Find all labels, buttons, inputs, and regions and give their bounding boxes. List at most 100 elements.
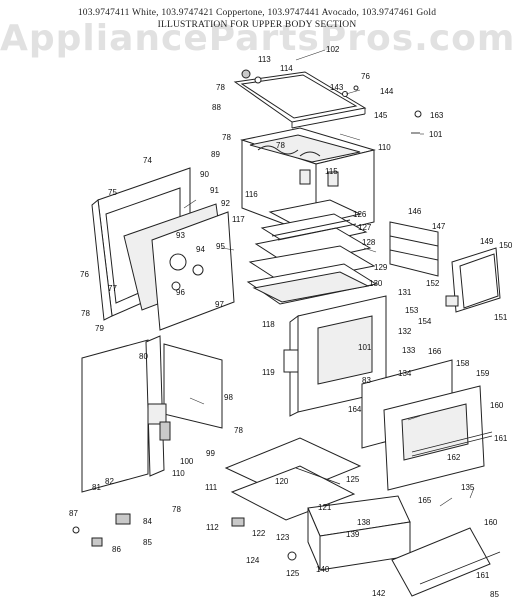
callout-154: 154: [418, 317, 432, 326]
callout-81: 81: [92, 483, 101, 492]
callout-86: 86: [112, 545, 121, 554]
callout-110: 110: [378, 143, 391, 152]
callout-166: 166: [428, 347, 442, 356]
callout-78: 78: [172, 505, 181, 514]
callout-146: 146: [408, 207, 422, 216]
callout-159: 159: [476, 369, 490, 378]
lower-side-panel: [81, 335, 223, 493]
callout-165: 165: [418, 496, 432, 505]
callout-78: 78: [216, 83, 225, 92]
callout-leaders: [183, 49, 475, 507]
insulation-blanket: [123, 203, 235, 331]
callout-126: 126: [353, 210, 367, 219]
callout-89: 89: [211, 150, 220, 159]
callout-83: 83: [362, 376, 371, 385]
callout-82: 82: [105, 477, 114, 486]
callout-98: 98: [224, 393, 233, 402]
callout-152: 152: [426, 279, 440, 288]
callout-111: 111: [205, 483, 218, 492]
callout-145: 145: [374, 111, 388, 120]
callout-74: 74: [143, 156, 152, 165]
callout-93: 93: [176, 231, 185, 240]
callout-101: 101: [358, 343, 372, 352]
callout-153: 153: [405, 306, 419, 315]
callout-90: 90: [200, 170, 209, 179]
control-knob-part: [241, 69, 348, 97]
callout-120: 120: [275, 477, 289, 486]
callout-150: 150: [499, 241, 513, 250]
small-fastener-parts: [353, 85, 422, 134]
callout-123: 123: [276, 533, 290, 542]
callout-160: 160: [490, 401, 504, 410]
callout-96: 96: [176, 288, 185, 297]
callout-119: 119: [262, 368, 275, 377]
callout-160: 160: [484, 518, 498, 527]
callout-162: 162: [447, 453, 461, 462]
callout-101: 101: [429, 130, 443, 139]
callout-125: 125: [286, 569, 300, 578]
callout-138: 138: [357, 518, 371, 527]
callout-110: 110: [172, 469, 185, 478]
callout-115: 115: [325, 167, 338, 176]
callout-128: 128: [362, 238, 376, 247]
callout-88: 88: [212, 103, 221, 112]
callout-85: 85: [143, 538, 152, 547]
callout-78: 78: [276, 141, 285, 150]
callout-161: 161: [494, 434, 508, 443]
callout-117: 117: [232, 215, 245, 224]
callout-94: 94: [196, 245, 205, 254]
heat-shield-brackets: [389, 221, 439, 277]
callout-125: 125: [346, 475, 360, 484]
callout-87: 87: [69, 509, 78, 518]
callout-121: 121: [318, 503, 332, 512]
callout-124: 124: [246, 556, 260, 565]
callout-84: 84: [143, 517, 152, 526]
callout-95: 95: [216, 242, 225, 251]
callout-144: 144: [380, 87, 394, 96]
callout-129: 129: [374, 263, 388, 272]
callout-118: 118: [262, 320, 275, 329]
callout-139: 139: [346, 530, 360, 539]
callout-113: 113: [258, 55, 271, 64]
callout-130: 130: [369, 279, 383, 288]
watermark: AppliancePartsPros.com: [0, 18, 514, 59]
oven-rack-stack: [246, 199, 378, 305]
callout-76: 76: [361, 72, 370, 81]
bottom-base-panel: [224, 437, 362, 527]
callout-127: 127: [358, 223, 372, 232]
callout-142: 142: [372, 589, 386, 598]
callout-78: 78: [234, 426, 243, 435]
diagram-header-title: ILLUSTRATION FOR UPPER BODY SECTION: [157, 20, 357, 30]
switch-components: [72, 513, 297, 561]
drawer-panel: [391, 527, 501, 597]
callout-134: 134: [398, 369, 412, 378]
callout-78: 78: [81, 309, 90, 318]
callout-99: 99: [206, 449, 215, 458]
callout-92: 92: [221, 199, 230, 208]
callout-135: 135: [461, 483, 475, 492]
callout-114: 114: [280, 64, 293, 73]
callout-102: 102: [326, 45, 340, 54]
callout-labels: 102 113 114 76 143 144 163 78 88 145 101…: [69, 45, 513, 599]
callout-112: 112: [206, 523, 219, 532]
callout-80: 80: [139, 352, 148, 361]
callout-75: 75: [108, 188, 117, 197]
callout-116: 116: [245, 190, 258, 199]
callout-76: 76: [80, 270, 89, 279]
callout-77: 77: [108, 284, 117, 293]
callout-85: 85: [490, 590, 499, 599]
callout-143: 143: [330, 83, 344, 92]
cooktop-top-panel: [233, 71, 367, 129]
callout-163: 163: [430, 111, 444, 120]
callout-131: 131: [398, 288, 412, 297]
callout-79: 79: [95, 324, 104, 333]
callout-97: 97: [215, 300, 224, 309]
callout-151: 151: [494, 313, 508, 322]
callout-161: 161: [476, 571, 490, 580]
callout-149: 149: [480, 237, 494, 246]
callout-100: 100: [180, 457, 194, 466]
callout-122: 122: [252, 529, 266, 538]
side-trim-panel: [445, 247, 501, 313]
callout-158: 158: [456, 359, 470, 368]
